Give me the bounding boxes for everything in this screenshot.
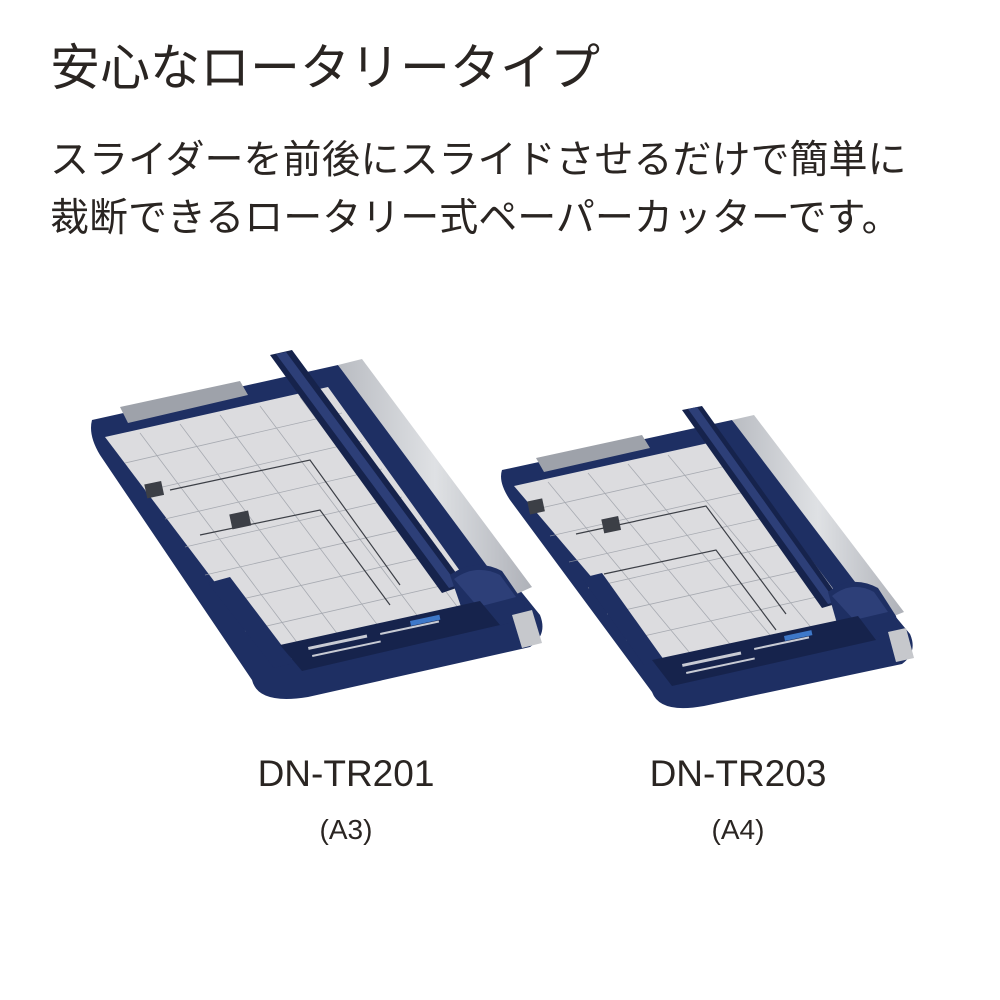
description-line-1: スライダーを前後にスライドさせるだけで簡単に [50, 138, 907, 183]
paper-cutter-a3-icon [91, 350, 543, 699]
product-a3-image [80, 345, 550, 730]
description-line-2: 裁断できるロータリー式ペーパーカッターです。 [50, 196, 901, 241]
description: スライダーを前後にスライドさせるだけで簡単に 裁断できるロータリー式ペーパーカッ… [50, 132, 906, 248]
paper-size-a3: (A3) [319, 814, 373, 845]
paper-cutter-a4-icon [501, 406, 914, 709]
headline: 安心なロータリータイプ [50, 39, 600, 97]
model-name-a4: DN-TR203 [649, 753, 827, 794]
model-name-a3: DN-TR201 [257, 753, 435, 794]
product-a4-image [492, 402, 922, 727]
paper-size-a4: (A4) [711, 814, 765, 845]
